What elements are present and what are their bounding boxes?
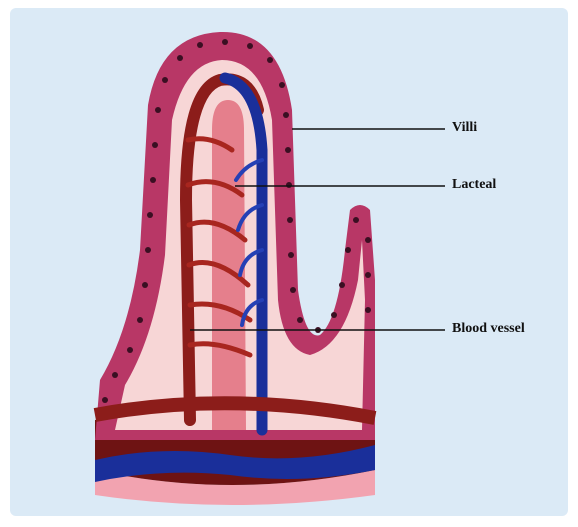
blood-vessel-label: Blood vessel	[452, 321, 525, 337]
lacteal-label: Lacteal	[452, 177, 496, 193]
villi-label: Villi	[452, 120, 477, 136]
